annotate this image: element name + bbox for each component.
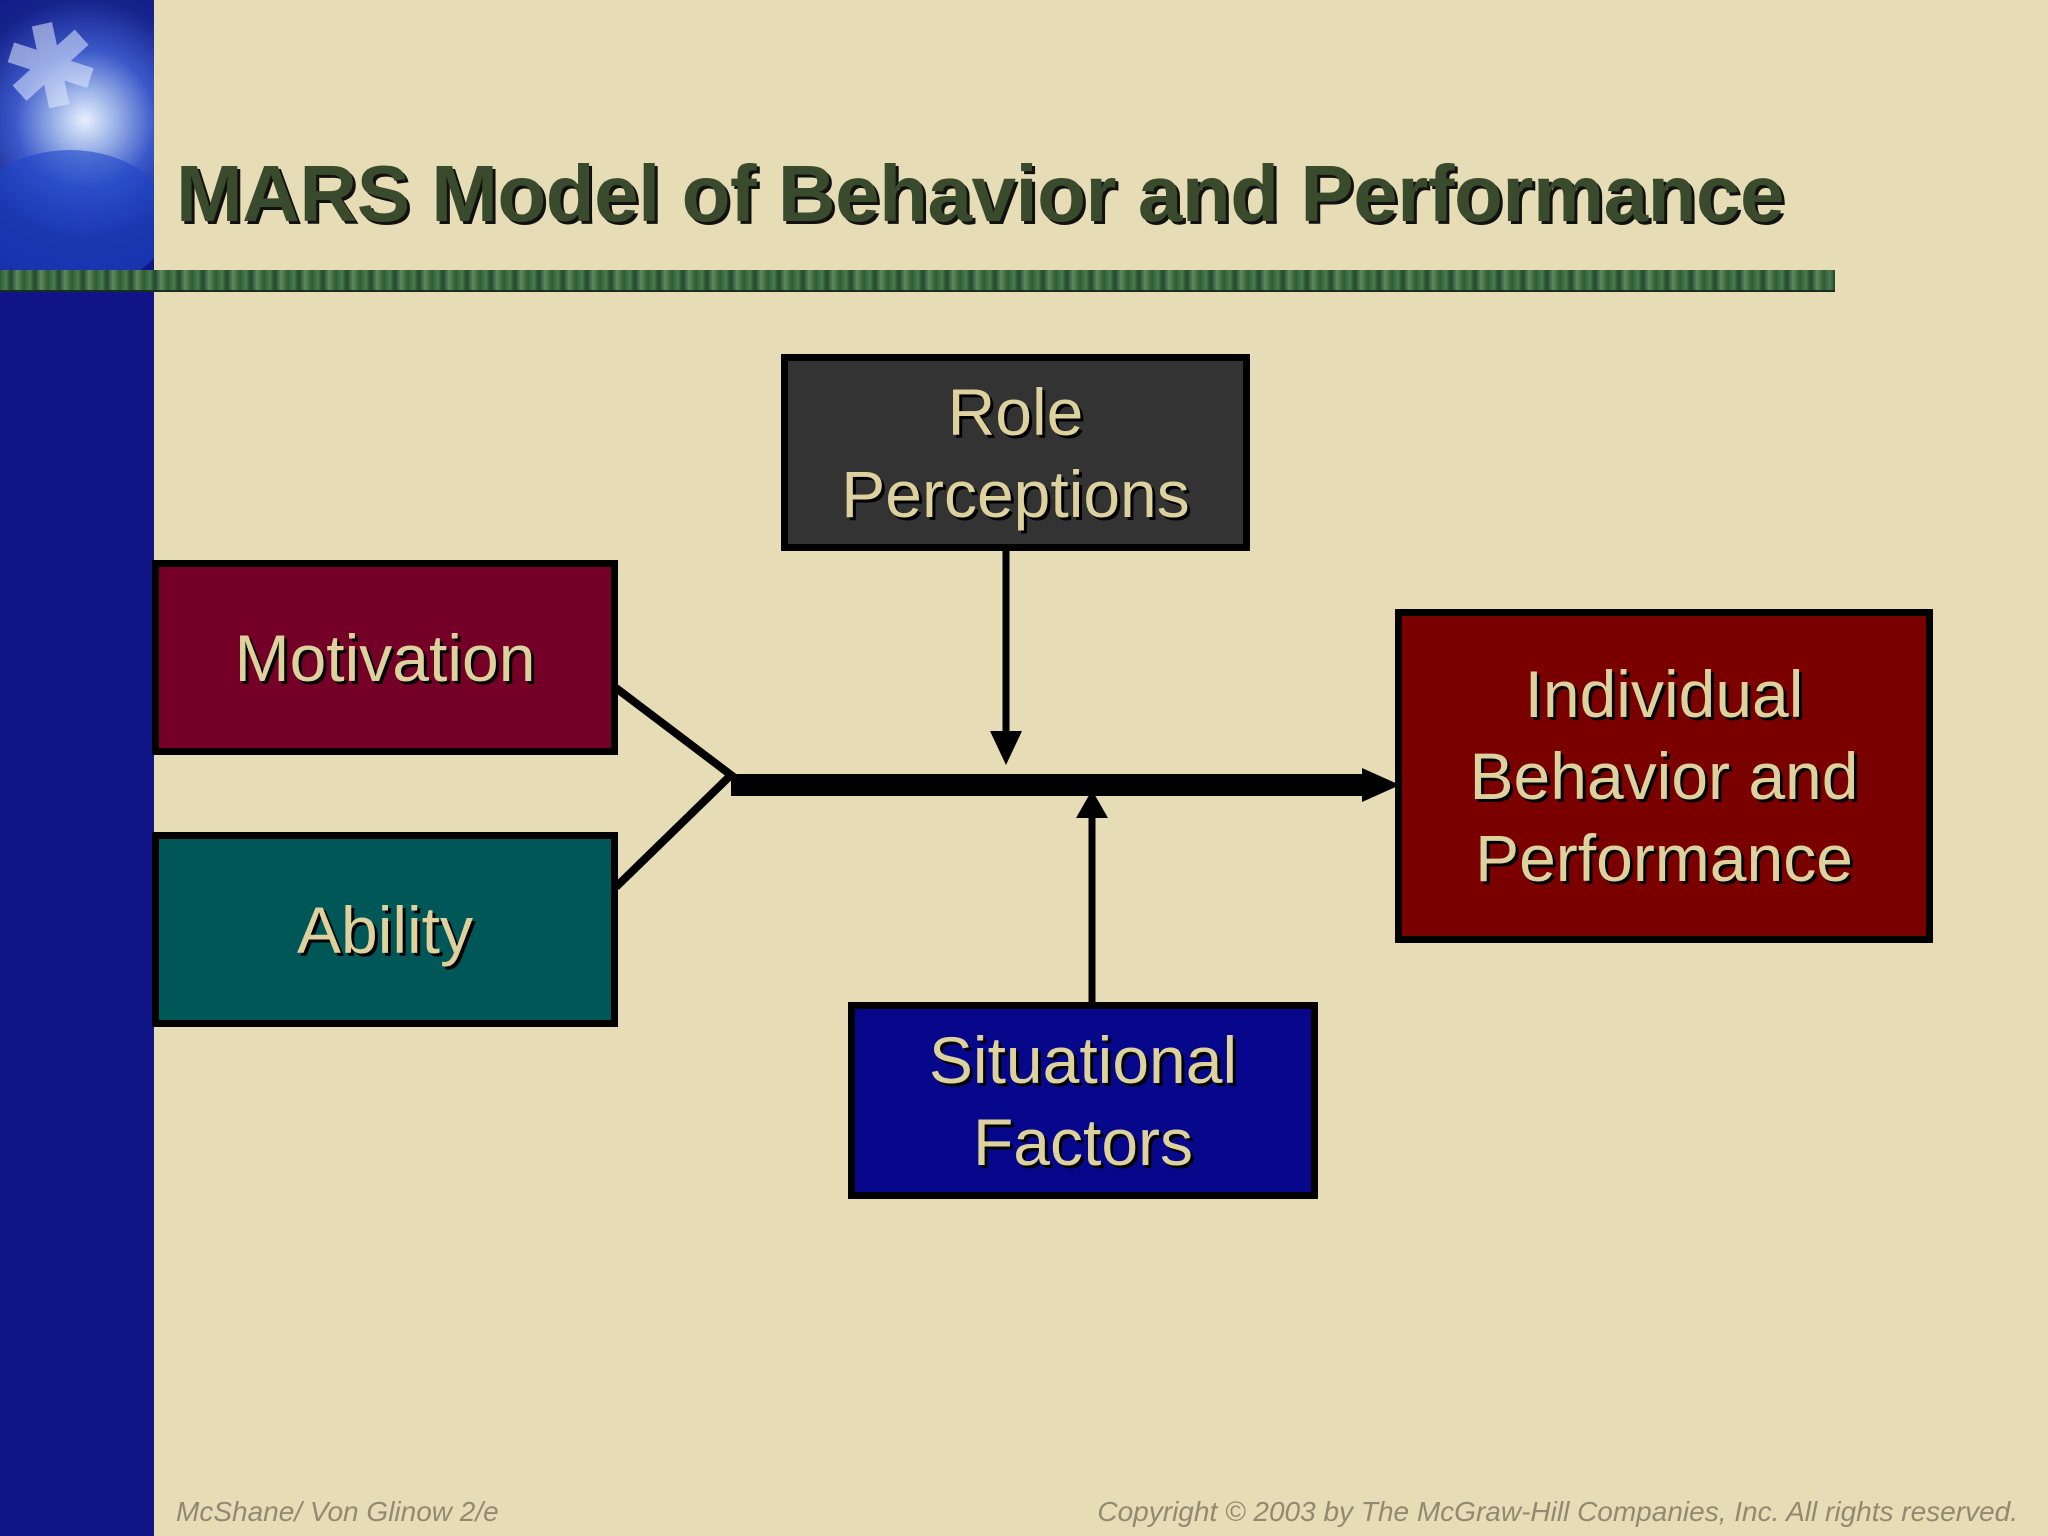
title-divider <box>0 270 1835 290</box>
outcome-label-line1: Individual <box>1524 657 1804 731</box>
slide-title: MARS Model of Behavior and Performance <box>176 149 1784 238</box>
situational-factors-label: Situational Factors <box>929 1019 1237 1183</box>
publisher-logo-image: ✱ <box>0 0 154 274</box>
role-perceptions-label-line1: Role <box>947 374 1084 449</box>
ability-label: Ability <box>296 892 474 967</box>
footer-copyright: Copyright © 2003 by The McGraw-Hill Comp… <box>1097 1496 2018 1527</box>
situational-factors-arrowhead <box>1076 790 1108 818</box>
outcome-label-line2: Behavior and <box>1469 739 1859 813</box>
motivation-ability-merge-line <box>613 684 738 890</box>
situational-factors-label-line1: Situational <box>928 1022 1238 1097</box>
role-perceptions-label: Role Perceptions <box>841 371 1190 535</box>
motivation-label: Motivation <box>234 620 536 695</box>
main-flow-arrowhead <box>1362 768 1400 802</box>
situational-factors-box: Situational Factors <box>848 1002 1318 1199</box>
ability-box: Ability <box>152 832 618 1027</box>
role-perceptions-arrowhead <box>990 731 1022 765</box>
individual-behavior-performance-box: Individual Behavior and Performance <box>1395 609 1933 943</box>
outcome-label-line3: Performance <box>1475 821 1853 895</box>
motivation-box: Motivation <box>152 560 618 755</box>
role-perceptions-label-line2: Perceptions <box>841 456 1190 531</box>
logo-swirl <box>0 150 154 274</box>
footer-left-citation: McShane/ Von Glinow 2/e <box>176 1496 499 1527</box>
individual-behavior-performance-label: Individual Behavior and Performance <box>1470 653 1859 899</box>
situational-factors-label-line2: Factors <box>972 1104 1194 1179</box>
role-perceptions-box: Role Perceptions <box>781 354 1250 551</box>
